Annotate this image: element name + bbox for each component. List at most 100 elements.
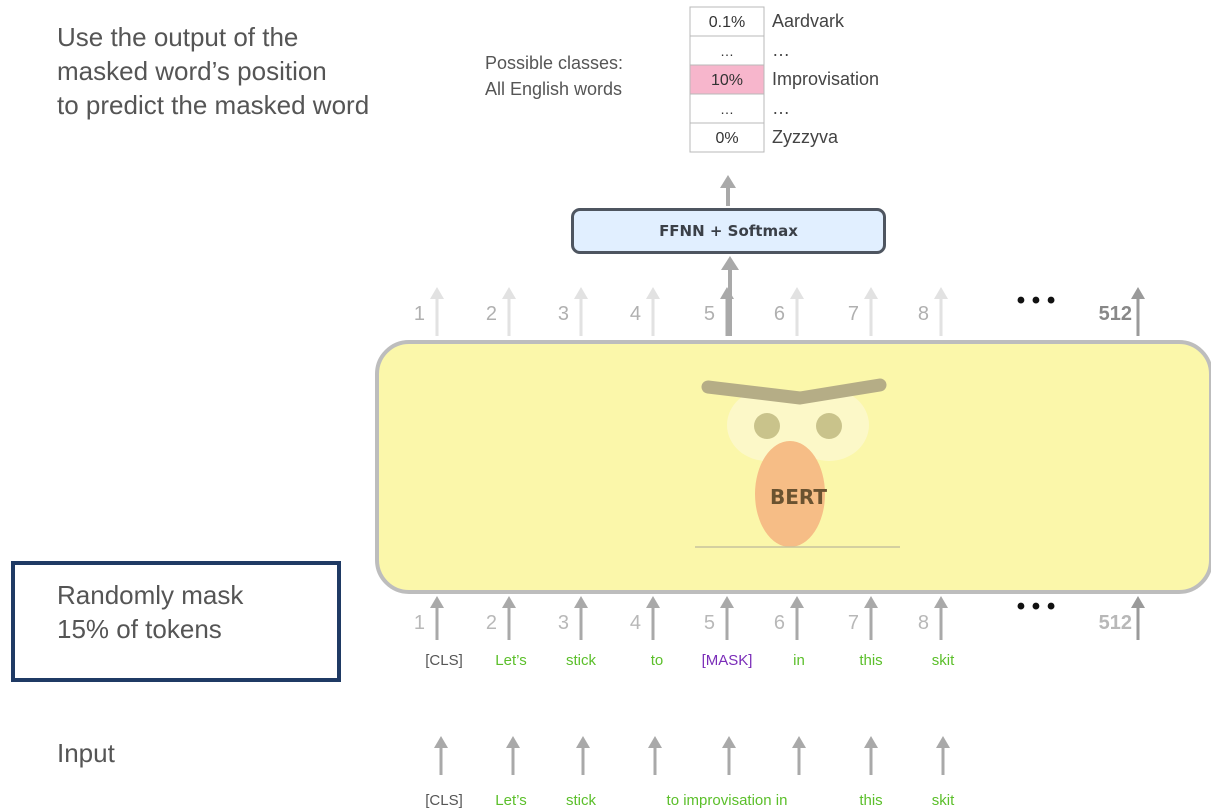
position-number: 6 <box>774 303 785 325</box>
input-arrowhead <box>434 736 448 748</box>
explanation-line: to predict the masked word <box>57 90 370 120</box>
probability-value: 0.1% <box>709 14 745 31</box>
bert-face-illustration <box>695 378 900 548</box>
position-number: 3 <box>558 303 569 325</box>
position-arrowhead <box>720 287 734 299</box>
position-number: 8 <box>918 612 929 634</box>
bottom-ellipsis: • • • <box>1017 593 1056 620</box>
output-probability-table: 0.1% Aardvark … … 10% Improvisation … … 0% Zyzzyv… <box>689 6 879 153</box>
input-token: to improvisation in <box>667 792 788 809</box>
class-word: Improvisation <box>772 69 879 89</box>
position-number: 2 <box>486 303 497 325</box>
prediction-explanation: Use the output of the masked word’s posi… <box>57 20 369 122</box>
probability-value: … <box>720 101 734 117</box>
position-number: 4 <box>630 612 641 634</box>
masked-token: in <box>793 652 805 669</box>
position-arrowhead <box>864 287 878 299</box>
input-token: stick <box>566 792 597 809</box>
top-ellipsis: • • • <box>1017 287 1056 314</box>
probability-cell <box>689 35 765 66</box>
masked-token: to <box>651 652 664 669</box>
classes-label-line: All English words <box>485 79 623 99</box>
probability-cell <box>689 93 765 124</box>
position-arrowhead <box>574 287 588 299</box>
masked-token: [MASK] <box>702 652 753 669</box>
ffnn-to-output-arrow <box>720 175 736 206</box>
probability-value: … <box>720 43 734 59</box>
position-arrowhead <box>646 596 660 608</box>
position-number: 512 <box>1099 612 1132 634</box>
input-arrowhead <box>506 736 520 748</box>
position-number: 512 <box>1099 303 1132 325</box>
position-number: 1 <box>414 303 425 325</box>
position-number: 7 <box>848 612 859 634</box>
position-arrowhead <box>574 596 588 608</box>
class-word: Zyzzyva <box>772 127 839 147</box>
position-arrowhead <box>502 287 516 299</box>
position-number: 7 <box>848 303 859 325</box>
input-label: Input <box>57 738 115 768</box>
mask-label-line: Randomly mask <box>57 580 244 610</box>
masked-token: this <box>859 652 882 669</box>
position-number: 1 <box>414 612 425 634</box>
ffnn-softmax-layer: FFNN + Softmax <box>571 208 886 254</box>
top-position-row: 1 2 3 4 5 6 7 8 512 <box>414 287 1145 336</box>
input-token-row: [CLS] Let’s stick to improvisation in this sk… <box>425 736 955 809</box>
position-arrowhead <box>864 596 878 608</box>
input-token: [CLS] <box>425 792 463 809</box>
position-number: 8 <box>918 303 929 325</box>
bert-label: BERT <box>770 485 828 509</box>
mask-explanation-text: Randomly mask 15% of tokens <box>57 578 243 646</box>
input-arrowhead <box>648 736 662 748</box>
input-token: Let’s <box>495 792 526 809</box>
input-token: this <box>859 792 882 809</box>
left-pupil <box>754 413 780 439</box>
input-arrowhead <box>792 736 806 748</box>
masked-token: skit <box>932 652 955 669</box>
position-arrowhead <box>430 596 444 608</box>
mask-explanation-box <box>11 561 341 682</box>
input-arrowhead <box>722 736 736 748</box>
position-number: 5 <box>704 612 715 634</box>
probability-cell <box>689 122 765 153</box>
masked-token: [CLS] <box>425 652 463 669</box>
input-token: skit <box>932 792 955 809</box>
class-word: … <box>772 98 790 118</box>
position-arrowhead <box>646 287 660 299</box>
masked-token: Let’s <box>495 652 526 669</box>
position-arrowhead <box>790 287 804 299</box>
position-5-to-ffnn-arrow <box>721 256 739 336</box>
input-arrowhead <box>576 736 590 748</box>
bottom-position-row: 1 2 3 4 5 6 7 8 512 <box>414 596 1145 640</box>
class-word: Aardvark <box>772 11 845 31</box>
masked-token-row: [CLS] Let’s stick to [MASK] in this skit <box>425 652 955 669</box>
position-arrowhead <box>430 287 444 299</box>
mask-label-line: 15% of tokens <box>57 614 222 644</box>
position-number: 3 <box>558 612 569 634</box>
position-number: 5 <box>704 303 715 325</box>
position-number: 2 <box>486 612 497 634</box>
probability-value: 0% <box>715 130 738 147</box>
bert-nose <box>755 441 825 547</box>
position-arrowhead <box>502 596 516 608</box>
probability-cell <box>689 64 765 95</box>
position-arrowhead <box>934 596 948 608</box>
position-arrowhead <box>1131 287 1145 299</box>
probability-cell <box>689 6 765 37</box>
input-arrowhead <box>864 736 878 748</box>
right-pupil <box>816 413 842 439</box>
position-arrowhead <box>934 287 948 299</box>
position-arrowhead <box>720 596 734 608</box>
explanation-line: masked word’s position <box>57 56 327 86</box>
input-arrowhead <box>936 736 950 748</box>
class-word: … <box>772 40 790 60</box>
eyebrows <box>701 378 887 405</box>
position-number: 4 <box>630 303 641 325</box>
probability-value: 10% <box>711 72 743 89</box>
position-arrowhead <box>1131 596 1145 608</box>
position-arrowhead <box>790 596 804 608</box>
position-number: 6 <box>774 612 785 634</box>
classes-label-line: Possible classes: <box>485 53 624 73</box>
masked-token: stick <box>566 652 597 669</box>
